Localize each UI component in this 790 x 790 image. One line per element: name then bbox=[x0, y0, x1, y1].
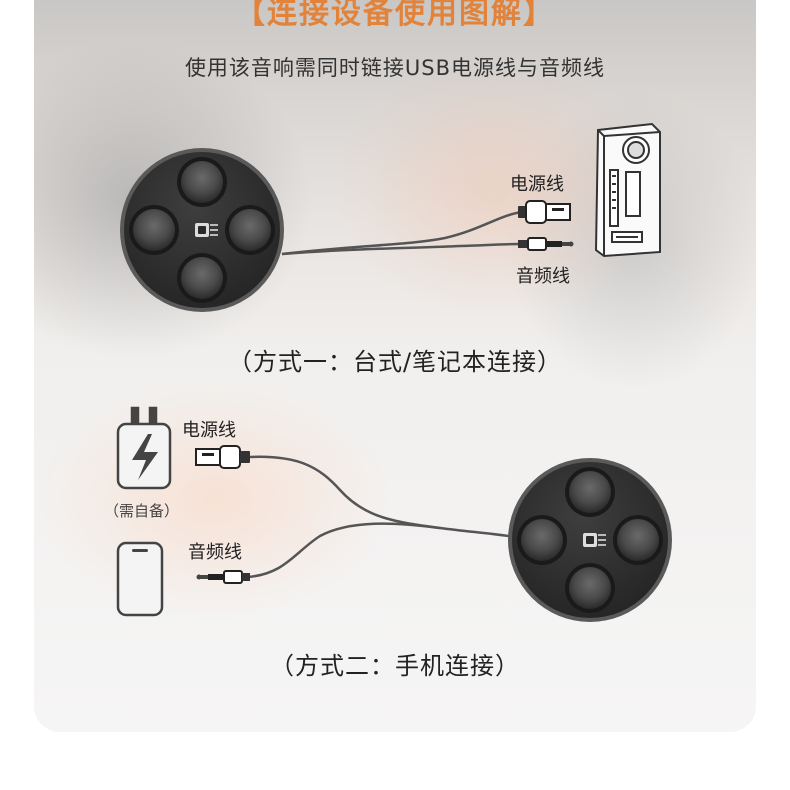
audio-cable-label-1: 音频线 bbox=[516, 266, 570, 287]
audio-cable-2 bbox=[247, 522, 441, 579]
audio-jack-icon bbox=[518, 237, 574, 251]
usb-power-cable-2 bbox=[249, 455, 521, 540]
usb-plug-icon bbox=[195, 445, 250, 469]
usb-plug-icon bbox=[518, 200, 571, 224]
usb-power-cable-1 bbox=[281, 210, 523, 256]
charger-note: （需自备） bbox=[104, 502, 180, 520]
audio-cable-label-2: 音频线 bbox=[188, 542, 242, 563]
method2-caption: （方式二：手机连接） bbox=[270, 652, 520, 680]
page-subtitle: 使用该音响需同时链接USB电源线与音频线 bbox=[184, 56, 606, 80]
power-cable-label-1: 电源线 bbox=[510, 174, 564, 195]
page-title: 【连接设备使用图解】 bbox=[235, 0, 555, 31]
method1-caption: （方式一：台式/笔记本连接） bbox=[227, 348, 563, 376]
power-cable-label-2: 电源线 bbox=[182, 420, 236, 441]
charger-icon bbox=[116, 406, 172, 490]
audio-cable-1 bbox=[281, 242, 523, 256]
speaker-2 bbox=[508, 458, 672, 622]
phone-icon bbox=[116, 541, 164, 617]
desktop-pc-icon bbox=[594, 122, 661, 258]
speaker-1 bbox=[120, 148, 284, 312]
audio-jack-icon bbox=[196, 570, 250, 584]
